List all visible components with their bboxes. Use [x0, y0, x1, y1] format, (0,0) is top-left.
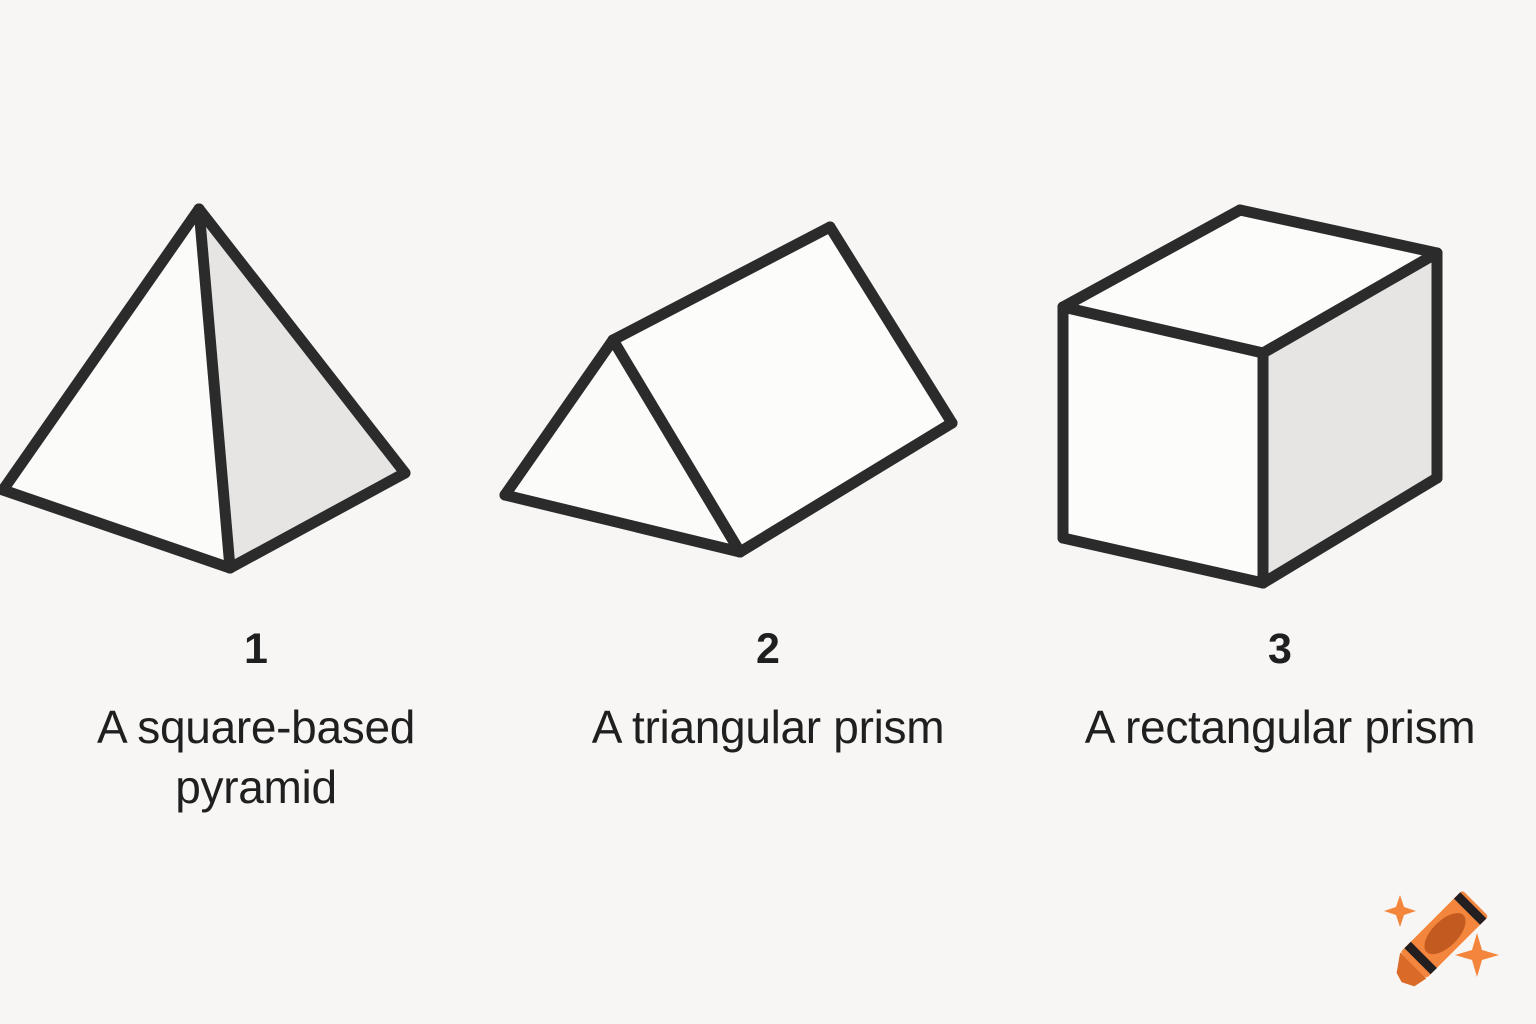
- prism-edge-top-ridge: [607, 221, 836, 346]
- figure-number-2: 2: [756, 625, 780, 673]
- figure-number-3: 3: [1268, 625, 1292, 673]
- captions-row: 1 A square-based pyramid 2 A triangular …: [0, 628, 1536, 818]
- prism-edge-front-right-slope: [607, 334, 746, 558]
- prism-edge-back-right-slope: [824, 221, 958, 429]
- pyramid-edge-front-vertical: [193, 203, 236, 574]
- figure-label-2: A triangular prism: [591, 701, 945, 753]
- shape-square-based-pyramid[interactable]: [0, 203, 411, 574]
- figure-caption-2: 2 A triangular prism: [512, 628, 1024, 758]
- sparkle-icon-large: [1455, 933, 1499, 977]
- shape-rectangular-prism[interactable]: [1057, 204, 1443, 589]
- pyramid-edge-base-right: [224, 467, 411, 574]
- cube-edge-bottom-front: [1057, 532, 1269, 589]
- pyramid-left-face: [3, 209, 230, 568]
- pyramid-edge-apex-to-left: [0, 203, 205, 496]
- figure-label-3: A rectangular prism: [1084, 701, 1476, 753]
- crayon-icon: [1384, 891, 1499, 987]
- pyramid-edge-base-left: [0, 484, 236, 574]
- crayon-label-oval: [1424, 913, 1466, 955]
- prism-front-triangle-face: [505, 340, 740, 552]
- pyramid-right-face-shaded: [199, 209, 405, 568]
- cube-edge-top-front-right: [1257, 247, 1443, 359]
- crayon-logo[interactable]: [1378, 872, 1510, 996]
- figure-number-1: 1: [244, 625, 268, 673]
- shape-triangular-prism[interactable]: [499, 221, 958, 558]
- crayon-band-lower: [1453, 892, 1487, 925]
- sparkle-icon-small: [1384, 895, 1416, 927]
- prism-edge-front-base: [499, 489, 746, 558]
- figure-caption-1: 1 A square-based pyramid: [0, 628, 512, 818]
- figure-caption-3: 3 A rectangular prism: [1024, 628, 1536, 758]
- cube-front-face: [1063, 307, 1263, 583]
- crayon-band-upper: [1404, 941, 1437, 975]
- cube-edge-bottom-right: [1257, 472, 1443, 589]
- cube-top-face: [1063, 210, 1437, 353]
- cube-edge-top-back-right: [1234, 204, 1443, 259]
- cube-edge-top-front-left: [1057, 301, 1269, 359]
- figure-label-1: A square-based pyramid: [96, 701, 416, 813]
- prism-edge-front-left-slope: [499, 334, 619, 501]
- crayon-tip: [1396, 952, 1427, 987]
- cube-edge-top-back-left: [1057, 204, 1246, 313]
- pyramid-edge-apex-to-right: [193, 203, 411, 479]
- prism-edge-bottom-right: [734, 417, 958, 558]
